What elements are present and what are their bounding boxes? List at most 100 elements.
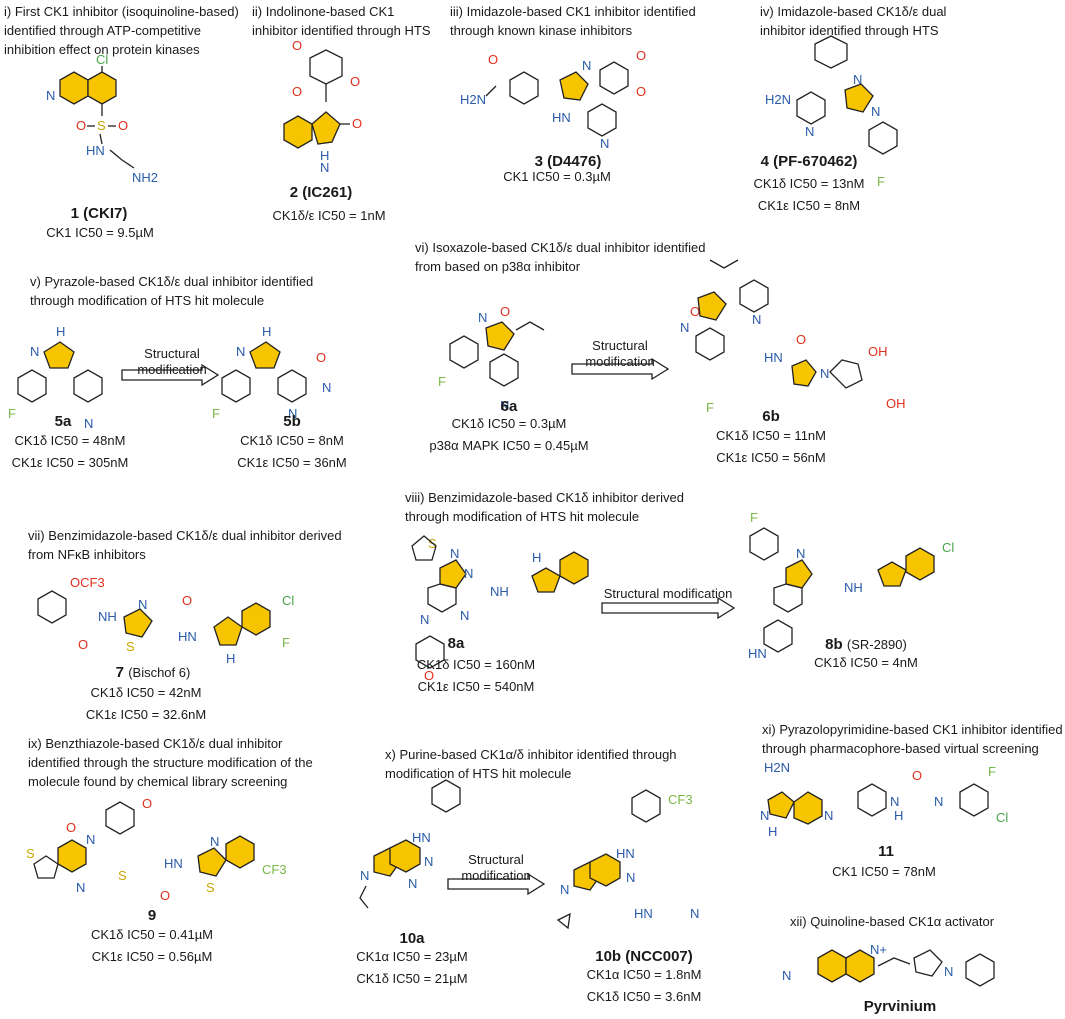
svg-text:O: O <box>424 668 434 683</box>
panel-xii-heading: xii) Quinoline-based CK1α activator <box>790 914 995 929</box>
svg-text:CF3: CF3 <box>262 862 287 877</box>
svg-text:HN: HN <box>634 906 653 921</box>
svg-text:S: S <box>26 846 35 861</box>
svg-text:N: N <box>76 880 85 895</box>
svg-text:F: F <box>212 406 220 421</box>
svg-text:N: N <box>626 870 635 885</box>
svg-text:NH2: NH2 <box>132 170 158 185</box>
svg-text:OCF3: OCF3 <box>70 575 105 590</box>
svg-text:N: N <box>86 832 95 847</box>
structure-d4476: H2N O HN N O O N <box>460 48 646 151</box>
compound-10a-label: 10a <box>399 930 425 947</box>
panel-v-heading: v) Pyrazole-based CK1δ/ε dual inhibitor … <box>30 274 314 308</box>
svg-text:O: O <box>636 48 646 63</box>
svg-text:O: O <box>690 304 700 319</box>
svg-text:O: O <box>66 820 76 835</box>
panel-vii-heading: vii) Benzimidazole-based CK1δ/ε dual inh… <box>28 528 342 562</box>
panel-vi-heading: vi) Isoxazole-based CK1δ/ε dual inhibito… <box>415 240 706 274</box>
svg-text:H2N: H2N <box>765 92 791 107</box>
svg-text:N: N <box>582 58 591 73</box>
svg-text:N: N <box>464 566 473 581</box>
svg-text:HN: HN <box>748 646 767 661</box>
svg-text:NH: NH <box>844 580 863 595</box>
svg-text:O: O <box>316 350 326 365</box>
compound-pyrvinium-label: Pyrvinium <box>863 998 937 1015</box>
svg-text:HN: HN <box>412 830 431 845</box>
panel-ix-heading: ix) Benzthiazole-based CK1δ/ε dual inhib… <box>28 736 313 789</box>
svg-text:H: H <box>262 324 271 339</box>
svg-text:OH: OH <box>886 396 906 411</box>
svg-text:HN: HN <box>616 846 635 861</box>
svg-text:N: N <box>782 968 791 983</box>
svg-text:N: N <box>820 366 829 381</box>
svg-text:O: O <box>352 116 362 131</box>
panel-iii-heading: iii) Imidazole-based CK1 inhibitor ident… <box>450 4 696 38</box>
svg-text:N: N <box>30 344 39 359</box>
svg-text:N: N <box>424 854 433 869</box>
compound-5b-label: 5b <box>283 413 301 430</box>
svg-text:N: N <box>450 546 459 561</box>
compound-10b-label: 10b (NCC007) <box>595 948 693 965</box>
svg-text:N: N <box>680 320 689 335</box>
compound-8a-label: 8a <box>447 635 465 652</box>
svg-text:H: H <box>894 808 903 823</box>
panel-i-heading: i) First CK1 inhibitor (isoquinoline-bas… <box>4 4 239 57</box>
svg-text:H: H <box>56 324 65 339</box>
svg-text:N: N <box>360 868 369 883</box>
compound-4-label: 4 (PF-670462) <box>760 153 858 170</box>
svg-text:H: H <box>532 550 541 565</box>
svg-text:HN: HN <box>86 143 105 158</box>
svg-text:H2N: H2N <box>764 760 790 775</box>
svg-text:OH: OH <box>868 344 888 359</box>
compound-8b-label: 8b (SR-2890) <box>825 636 907 653</box>
compound-6a-label: 6a <box>500 398 518 415</box>
svg-text:O: O <box>292 38 302 53</box>
structure-10a: HN N N N <box>359 779 461 909</box>
structure-bischof6: OCF3 O NH N S O HN H Cl F <box>37 575 294 666</box>
svg-text:N: N <box>752 312 761 327</box>
svg-text:N: N <box>420 612 429 627</box>
svg-text:N: N <box>236 344 245 359</box>
compound-6b-label: 6b <box>762 408 780 425</box>
structure-pyrvinium: N N+ N <box>782 942 995 987</box>
svg-text:S: S <box>118 868 127 883</box>
svg-text:F: F <box>438 374 446 389</box>
compound-1-label: 1 (CKI7) <box>70 205 128 222</box>
svg-text:S: S <box>126 639 135 654</box>
svg-text:N: N <box>853 72 862 87</box>
svg-text:H2N: H2N <box>460 92 486 107</box>
arrow-8-label: Structural modification <box>603 586 733 601</box>
svg-text:F: F <box>706 400 714 415</box>
structure-8a: S N N N N NH H O <box>411 535 589 683</box>
svg-text:N: N <box>478 310 487 325</box>
structure-5b: H N F O N N <box>212 324 331 421</box>
svg-text:O: O <box>488 52 498 67</box>
svg-text:O: O <box>912 768 922 783</box>
svg-text:N: N <box>500 398 509 413</box>
structure-5a: H N F N <box>8 324 103 431</box>
svg-text:O: O <box>160 888 170 903</box>
compound-11-label: 11 <box>878 843 894 860</box>
svg-text:HN: HN <box>764 350 783 365</box>
svg-text:N: N <box>408 876 417 891</box>
structure-9: S O N N O S O HN N S CF3 <box>26 796 287 903</box>
arrow-8 <box>601 596 736 620</box>
structure-11: H2N N H N H N O N F Cl <box>760 760 1008 839</box>
svg-text:Cl: Cl <box>96 52 108 67</box>
svg-text:O: O <box>142 796 152 811</box>
structure-ic261: O O O H N O <box>283 38 362 175</box>
svg-text:N: N <box>320 160 329 175</box>
svg-text:S: S <box>97 118 106 133</box>
svg-text:HN: HN <box>164 856 183 871</box>
svg-text:N: N <box>600 136 609 151</box>
panel-viii-heading: viii) Benzimidazole-based CK1δ inhibitor… <box>405 490 684 524</box>
structure-8b: F N NH Cl HN <box>748 510 954 661</box>
svg-text:N: N <box>46 88 55 103</box>
